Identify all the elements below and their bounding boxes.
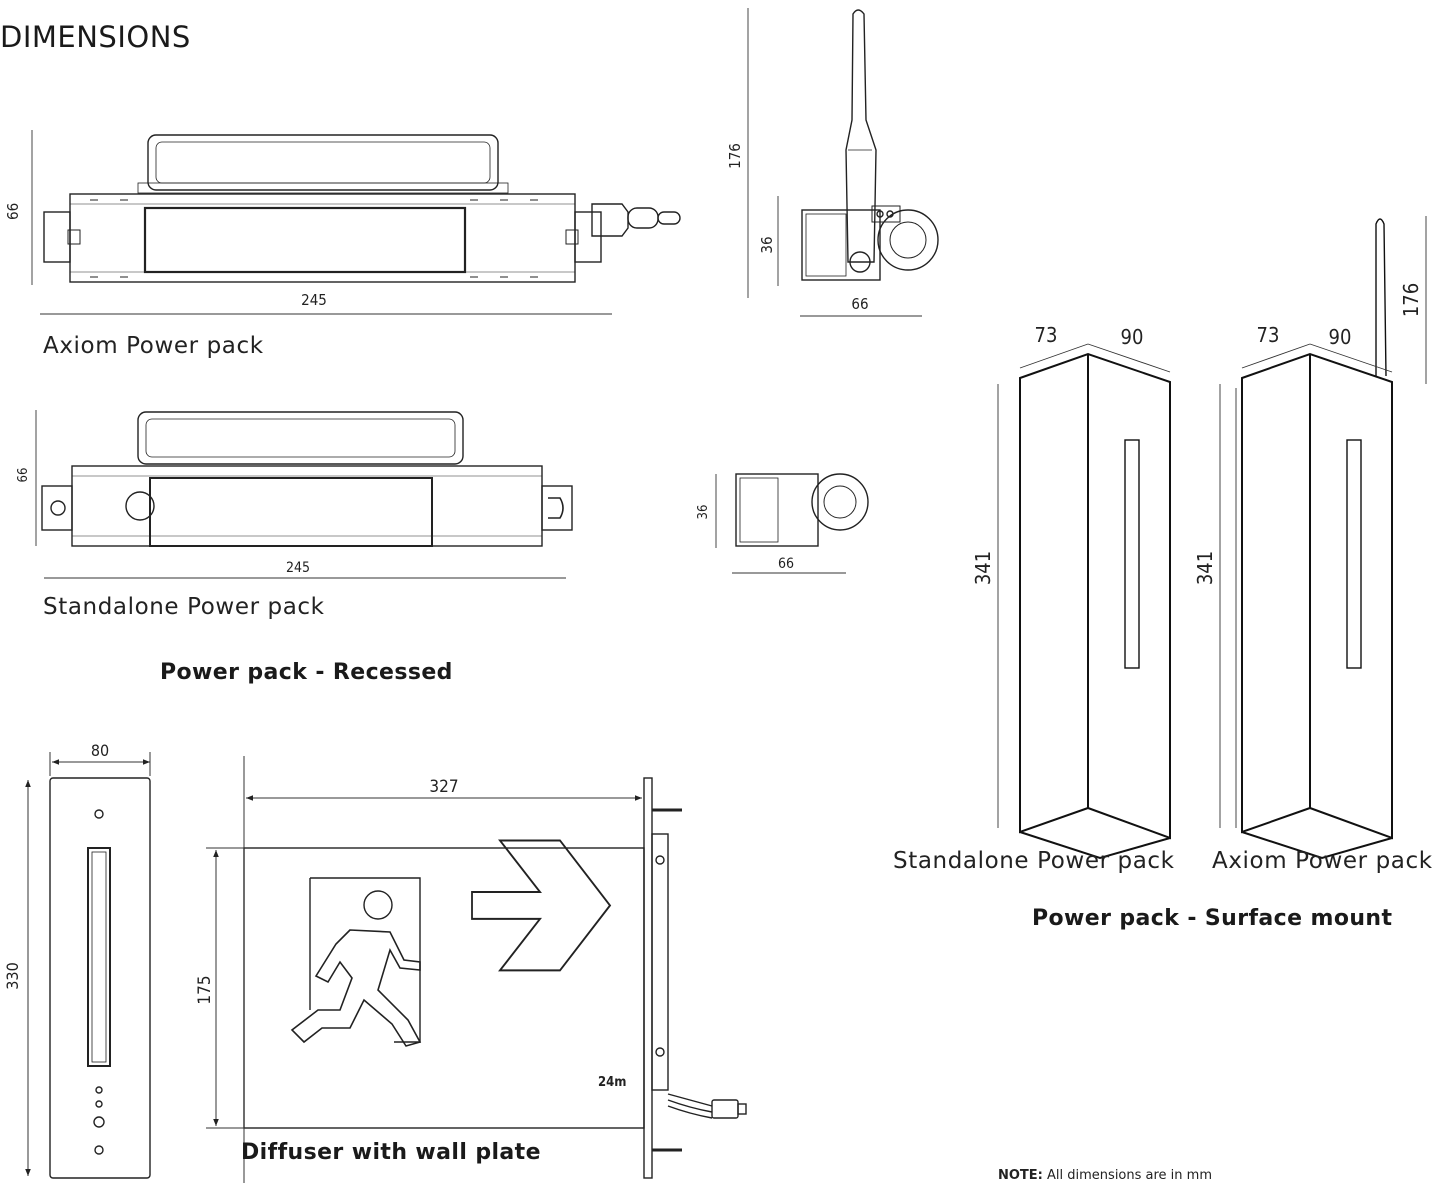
axiom-recessed-length: 245 [301, 291, 327, 309]
diffuser-section-caption: Diffuser with wall plate [241, 1140, 541, 1165]
axiom-surface-box [1241, 218, 1393, 860]
surface-section-caption: Power pack - Surface mount [1032, 906, 1393, 931]
plate-width: 80 [91, 741, 109, 760]
standalone-side-width: 66 [778, 556, 794, 572]
standalone-surface-width: 90 [1121, 325, 1144, 349]
axiom-side-drawing [801, 9, 939, 281]
note-text: All dimensions are in mm [1047, 1168, 1212, 1183]
standalone-recessed-drawing [41, 411, 573, 547]
sign-height: 175 [195, 975, 215, 1004]
axiom-side-width: 66 [851, 295, 868, 313]
axiom-surface-caption: Axiom Power pack [1212, 848, 1433, 874]
axiom-surface-height: 341 [1193, 551, 1217, 585]
standalone-surface-box [1019, 352, 1171, 860]
axiom-recessed-caption: Axiom Power pack [43, 333, 264, 359]
standalone-recessed-length: 245 [286, 560, 310, 576]
page-title: DIMENSIONS [0, 20, 191, 54]
standalone-surface-depth: 73 [1035, 323, 1058, 347]
standalone-side-drawing [735, 473, 869, 547]
standalone-recessed-caption: Standalone Power pack [43, 594, 325, 620]
footnote: NOTE: All dimensions are in mm [998, 1168, 1212, 1183]
recessed-section-caption: Power pack - Recessed [160, 660, 453, 685]
note-label: NOTE: [998, 1168, 1043, 1183]
standalone-side-height: 36 [696, 505, 711, 520]
viewing-distance: 24m [598, 1075, 626, 1090]
axiom-recessed-height: 66 [4, 203, 22, 220]
wall-plate-drawing [49, 777, 151, 1179]
diffuser-sign-drawing [243, 777, 747, 1179]
axiom-recessed-drawing [43, 134, 681, 283]
plate-height: 330 [3, 962, 22, 989]
axiom-surface-antenna-height: 176 [1399, 283, 1423, 317]
axiom-surface-depth: 73 [1257, 323, 1280, 347]
standalone-surface-caption: Standalone Power pack [893, 848, 1175, 874]
sign-length: 327 [429, 777, 458, 797]
standalone-recessed-height: 66 [16, 468, 31, 483]
axiom-side-height: 36 [758, 236, 776, 253]
standalone-surface-height: 341 [971, 551, 995, 585]
axiom-surface-width: 90 [1329, 325, 1352, 349]
axiom-antenna-height: 176 [726, 143, 744, 169]
